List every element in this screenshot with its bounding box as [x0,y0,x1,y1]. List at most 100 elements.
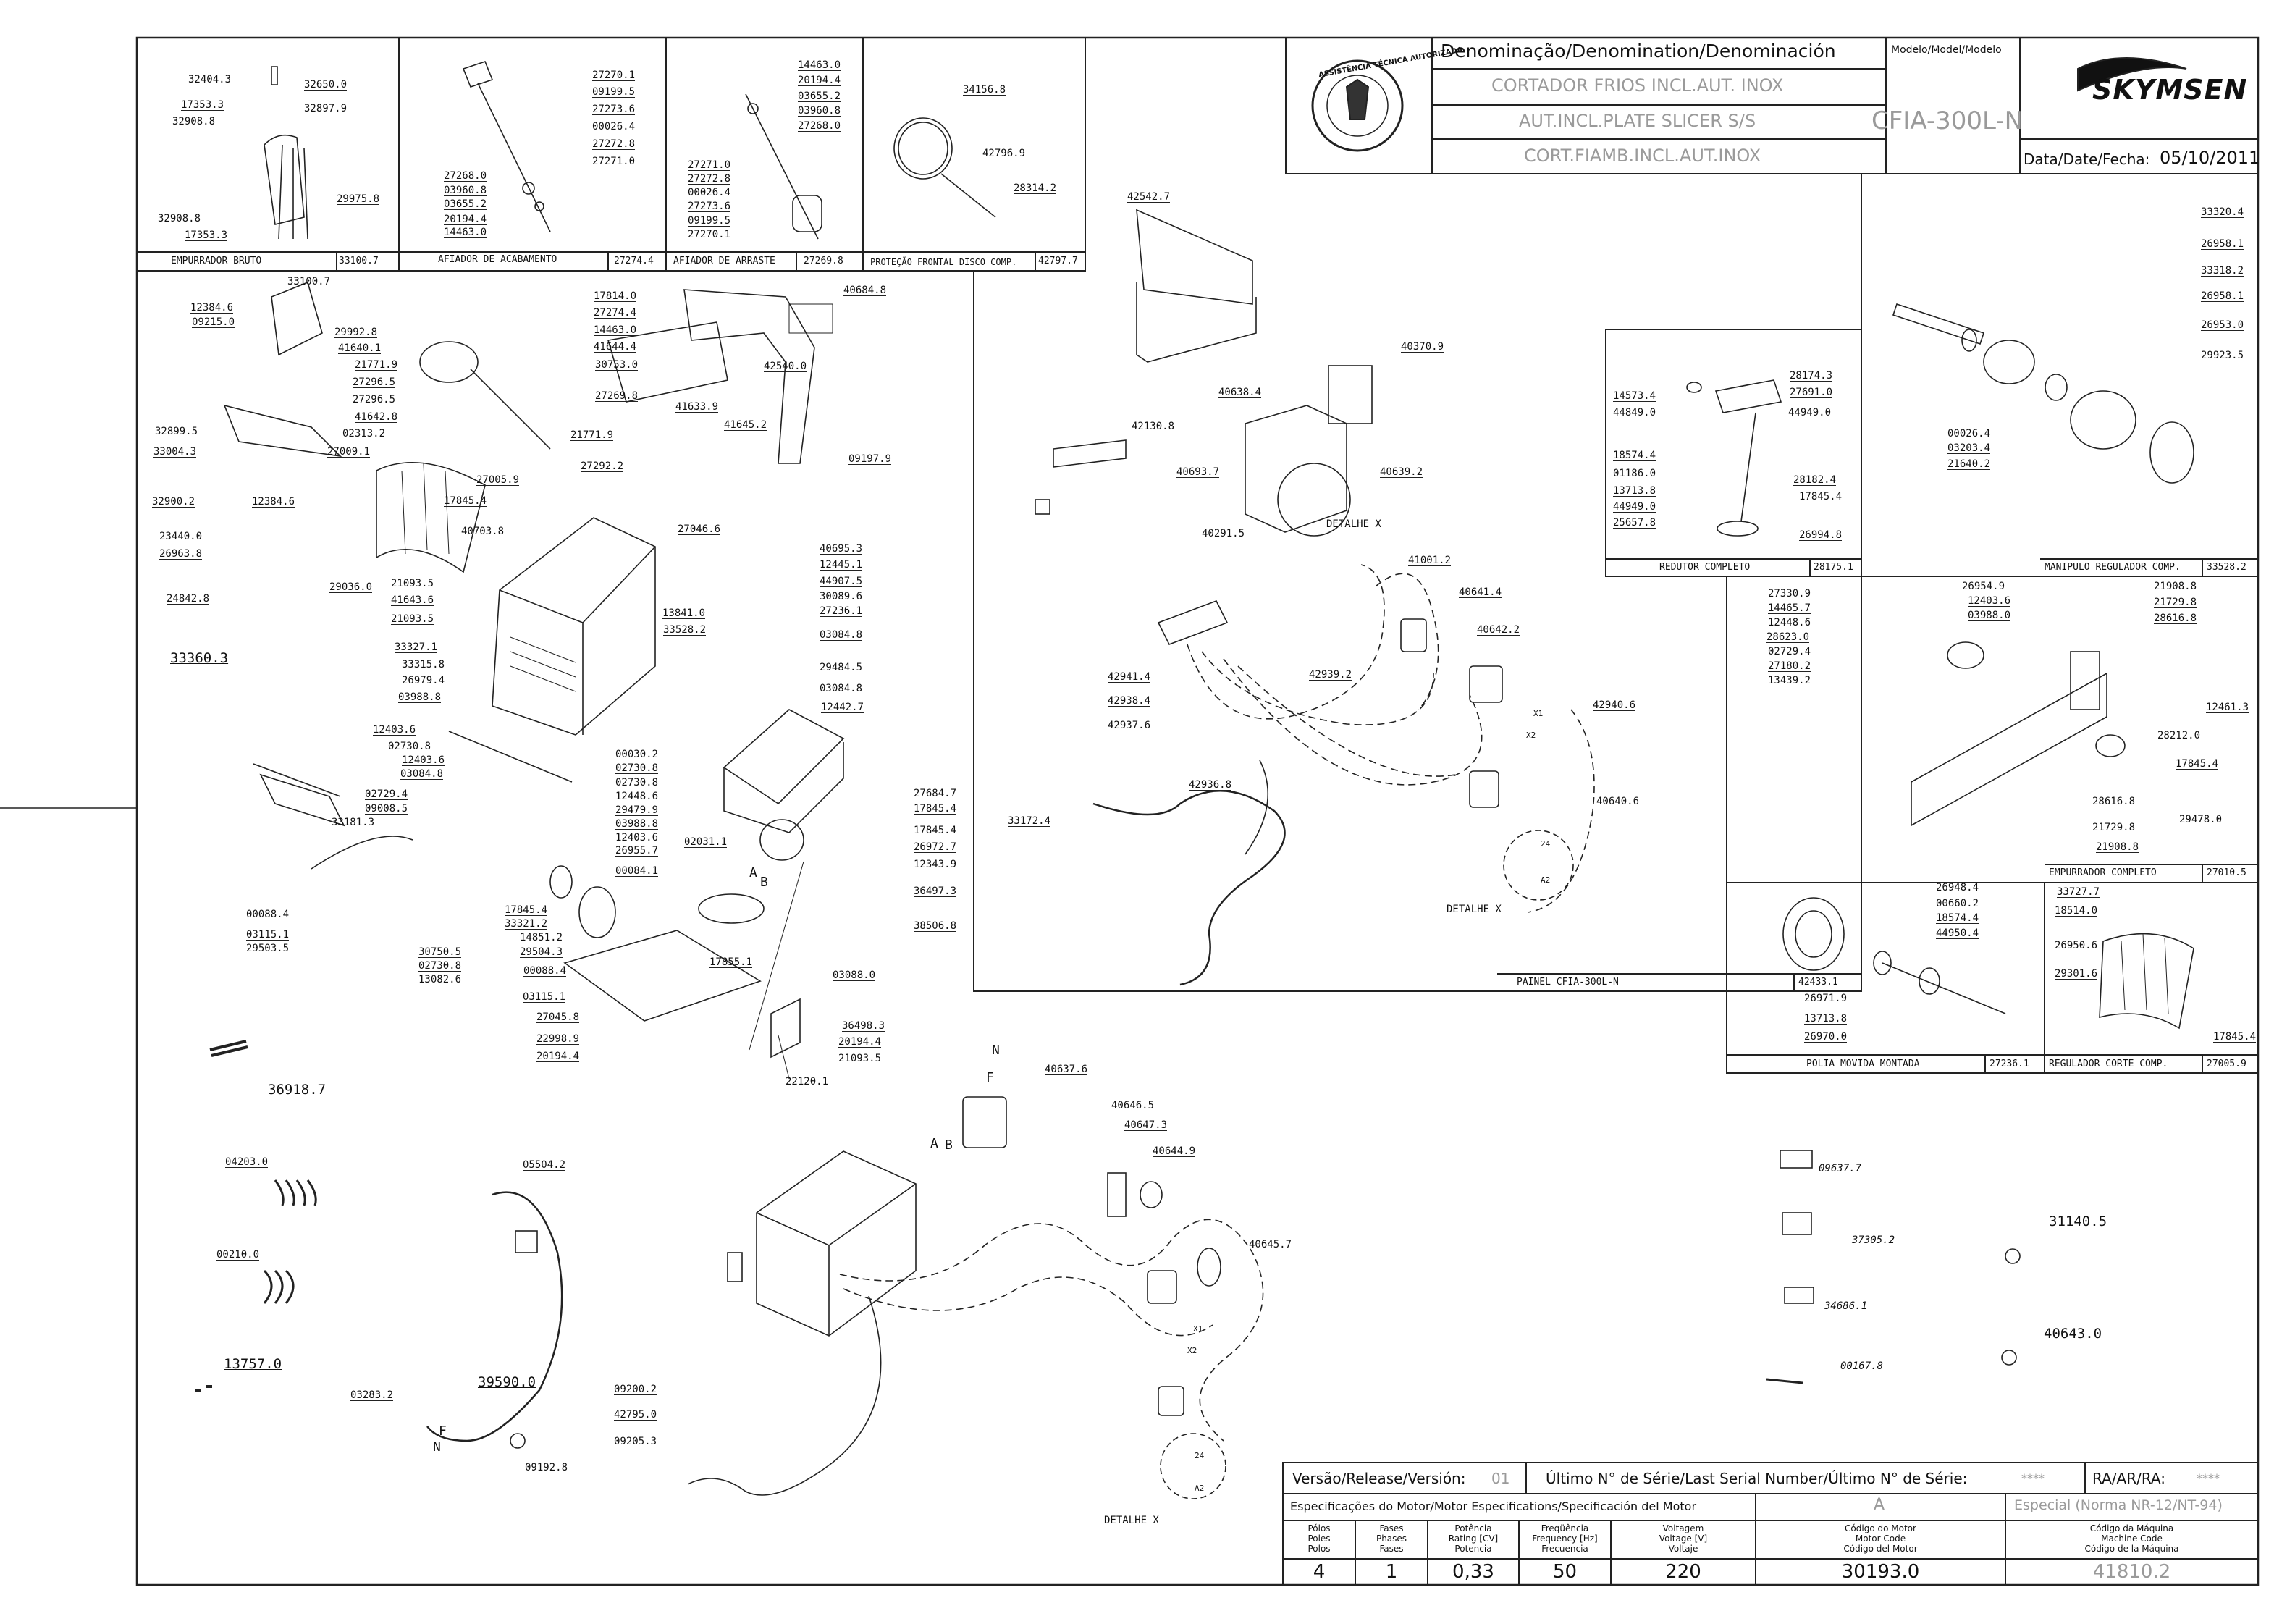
part-callout: 28616.8 [2154,613,2197,624]
part-callout: 41644.4 [594,341,637,353]
motor-spec-header: Código do Motor Motor Code Código del Mo… [1843,1523,1918,1554]
section-empurrador-completo-title: EMPURRADOR COMPLETO [2049,867,2157,878]
part-callout: 18574.4 [1936,912,1979,924]
part-callout: 32899.5 [155,426,198,437]
part-callout: 41640.1 [338,342,382,354]
part-callout: 29478.0 [2179,814,2223,825]
marker-x2: X2 [1526,731,1536,740]
part-callout: 37305.2 [1852,1234,1895,1246]
part-callout: 42941.4 [1108,671,1151,683]
marker-n-cable: N [433,1439,441,1455]
product-name-pt: CORTADOR FRIOS INCL.AUT. INOX [1491,75,1784,96]
section-redutor-title: REDUTOR COMPLETO [1659,562,1751,573]
part-callout: 09197.9 [848,453,892,465]
part-callout: 27292.2 [581,460,624,472]
motor-spec-header: Voltagem Voltage [V] Voltaje [1659,1523,1708,1554]
part-callout: 02313.2 [342,428,386,439]
part-callout: 02729.4 [365,788,408,800]
part-callout: 28212.0 [2157,730,2201,741]
part-callout: 03088.0 [833,969,876,981]
serial-label: Último N° de Série/Last Serial Number/Úl… [1546,1470,1968,1487]
section-manipulo-title: MANIPULO REGULADOR COMP. [2045,562,2181,573]
part-callout: 12445.1 [820,559,863,571]
part-callout: 17353.3 [181,99,224,111]
part-callout: 21093.5 [391,613,434,625]
brand-logo: SKYMSEN [2092,74,2248,106]
part-callout: 09200.2 [614,1384,657,1395]
part-callout: 18574.4 [1613,450,1656,461]
part-callout: 33315.8 [402,659,445,670]
section-painel-title: PAINEL CFIA-300L-N [1517,977,1619,988]
part-callout: 26955.7 [615,845,659,857]
part-callout: 41633.9 [675,401,719,413]
part-callout: 38506.8 [914,920,957,932]
part-callout: 17855.1 [709,956,753,968]
marker-f-cable: F [439,1423,447,1439]
part-callout: 27236.1 [820,605,863,617]
part-callout: 17845.4 [1799,491,1843,502]
motor-revision: A [1874,1496,1885,1514]
part-callout: 30089.6 [820,591,863,602]
part-callout: 02730.8 [388,741,431,752]
marker-a2-lower: A2 [1195,1484,1205,1493]
section-afiador-arraste-title: AFIADOR DE ARRASTE [673,256,775,266]
part-callout: 05504.2 [523,1159,566,1171]
section-redutor-code: 28175.1 [1814,562,1853,573]
part-callout: 17845.4 [505,904,548,916]
part-callout: 41645.2 [724,419,767,431]
motor-spec-value: 0,33 [1452,1561,1494,1583]
motor-spec-header: Pólos Poles Polos [1307,1523,1331,1554]
part-callout: 00088.4 [246,909,290,920]
part-callout: 26994.8 [1799,529,1843,541]
motor-spec-header: Fases Phases Fases [1376,1523,1407,1554]
part-callout: 42937.6 [1108,720,1151,731]
part-callout: 12461.3 [2206,702,2249,713]
part-callout: 33004.3 [153,446,197,458]
part-callout: 03084.8 [820,683,863,694]
part-callout: 26958.1 [2201,290,2244,302]
marker-f: F [986,1070,994,1085]
part-callout: 00084.1 [615,865,659,877]
part-callout: 20194.4 [798,75,841,86]
part-callout: 12343.9 [914,859,957,870]
marker-b-lower: B [945,1137,953,1153]
part-callout: 32908.8 [158,213,201,224]
motor-spec-value: 50 [1552,1561,1578,1583]
part-callout: 21908.8 [2154,581,2197,592]
part-callout: 44907.5 [820,576,863,587]
part-callout: 33181.3 [332,817,375,828]
part-callout: 00030.2 [615,749,659,760]
part-callout: 03960.8 [798,105,841,117]
part-callout: 33172.4 [1008,815,1051,827]
part-callout: 40637.6 [1045,1064,1088,1075]
section-empurrador-completo-code: 27010.5 [2207,867,2246,878]
part-callout: 40647.3 [1124,1119,1168,1131]
part-callout: 40645.7 [1249,1239,1292,1250]
part-callout: 02730.8 [615,777,659,788]
part-callout: 13841.0 [662,607,706,619]
detail-label-3: DETALHE X [1104,1515,1159,1526]
part-callout: 17845.4 [2213,1031,2257,1043]
part-callout: 40641.4 [1459,586,1502,598]
section-polia-title: POLIA MOVIDA MONTADA [1806,1059,1920,1069]
part-callout: 27274.4 [594,307,637,319]
motor-spec-value: 220 [1665,1561,1701,1583]
motor-spec-value: 30193.0 [1841,1561,1920,1583]
part-callout: 03988.8 [615,818,659,830]
part-callout: 13082.6 [418,974,462,985]
part-callout: 39590.0 [478,1374,536,1390]
part-callout: 13439.2 [1768,675,1811,686]
detail-label-2: DETALHE X [1447,904,1502,915]
part-callout: 27180.2 [1768,660,1811,672]
part-callout: 20194.4 [444,214,487,225]
section-empurrador-bruto-title: EMPURRADOR BRUTO [171,256,262,266]
part-callout: 24842.8 [167,593,210,605]
part-callout: 00660.2 [1936,898,1979,909]
section-manipulo-code: 33528.2 [2207,562,2246,573]
part-callout: 02730.8 [418,960,462,972]
part-callout: 33360.3 [170,650,229,666]
part-callout: 14465.7 [1768,602,1811,614]
part-callout: 34156.8 [963,84,1006,96]
part-callout: 20194.4 [536,1051,580,1062]
part-callout: 12448.6 [615,791,659,802]
